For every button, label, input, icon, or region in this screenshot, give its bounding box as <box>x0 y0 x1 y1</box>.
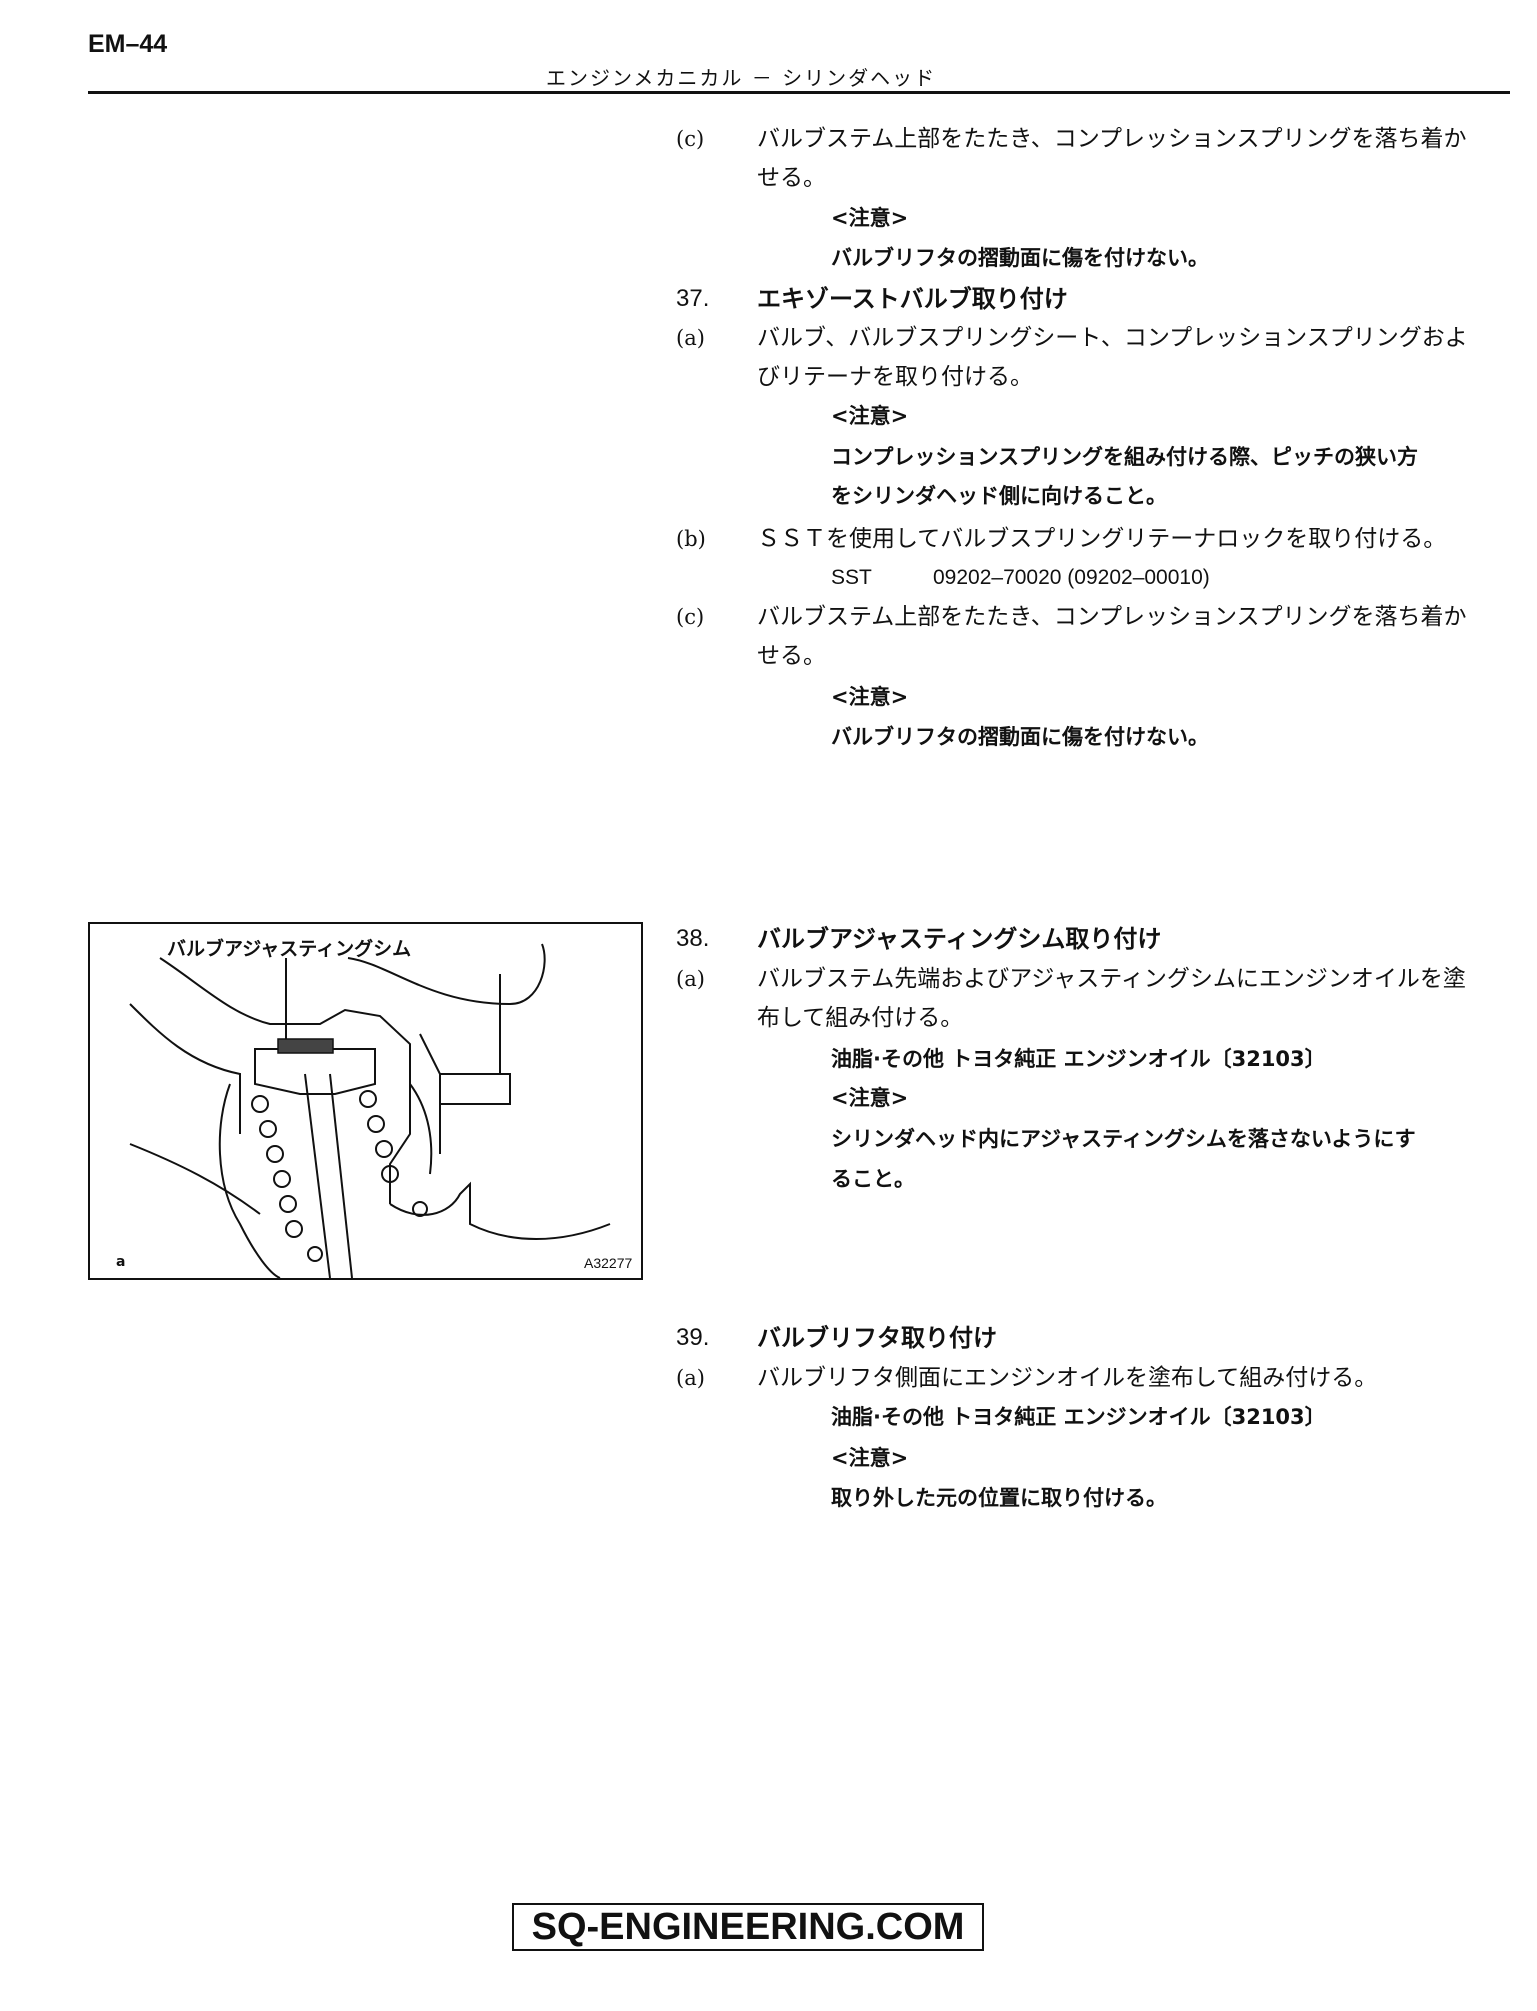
figure-mark: a <box>116 1254 126 1270</box>
sst-number: 09202–70020 (09202–00010) <box>933 566 1210 589</box>
body-text: 布して組み付ける。 <box>757 1005 964 1031</box>
caution-text: 取り外した元の位置に取り付ける。 <box>831 1486 1167 1510</box>
body-text: せる。 <box>757 643 826 669</box>
body-text: バルブ、バルブスプリングシート、コンプレッションスプリングおよ <box>757 325 1468 351</box>
page-code: EM–44 <box>88 30 168 58</box>
step-number: 37. <box>676 285 710 312</box>
caution-heading: <注意> <box>831 206 909 230</box>
body-text: びリテーナを取り付ける。 <box>757 364 1033 390</box>
site-watermark: SQ-ENGINEERING.COM <box>512 1903 984 1951</box>
caution-heading: <注意> <box>831 404 909 428</box>
caution-heading: <注意> <box>831 1446 909 1470</box>
valve-shim-figure <box>88 922 643 1280</box>
sst-label: SST <box>831 566 872 589</box>
caution-heading: <注意> <box>831 685 909 709</box>
step-title: バルブリフタ取り付け <box>757 1324 997 1352</box>
body-text: バルブリフタ側面にエンジンオイルを塗布して組み付ける。 <box>757 1365 1378 1391</box>
step-title: バルブアジャスティングシム取り付け <box>757 925 1162 953</box>
caution-text: シリンダヘッド内にアジャスティングシムを落さないようにす <box>831 1127 1416 1151</box>
step-number: 39. <box>676 1324 710 1351</box>
item-label: (c) <box>676 127 705 151</box>
caution-heading: <注意> <box>831 1086 909 1110</box>
figure-callout-label: バルブアジャスティングシム <box>167 938 412 960</box>
caution-text: バルブリフタの摺動面に傷を付けない。 <box>831 246 1209 270</box>
caution-text: ること。 <box>831 1167 915 1191</box>
grease-spec: 油脂·その他 トヨタ純正 エンジンオイル〔32103〕 <box>831 1047 1326 1071</box>
caution-text: バルブリフタの摺動面に傷を付けない。 <box>831 725 1209 749</box>
section-title: エンジンメカニカル － シリンダヘッド <box>546 66 937 90</box>
body-text: バルブステム先端およびアジャスティングシムにエンジンオイルを塗 <box>757 966 1466 992</box>
item-label: (c) <box>676 605 705 629</box>
item-label: (a) <box>676 326 705 350</box>
body-text: バルブステム上部をたたき、コンプレッションスプリングを落ち着か <box>757 126 1467 152</box>
body-text: ＳＳＴを使用してバルブスプリングリテーナロックを取り付ける。 <box>757 526 1447 552</box>
caution-text: をシリンダヘッド側に向けること。 <box>831 484 1167 508</box>
body-text: バルブステム上部をたたき、コンプレッションスプリングを落ち着か <box>757 604 1467 630</box>
figure-code: A32277 <box>584 1255 633 1271</box>
item-label: (a) <box>676 1366 705 1390</box>
item-label: (a) <box>676 967 705 991</box>
caution-text: コンプレッションスプリングを組み付ける際、ピッチの狭い方 <box>831 445 1418 469</box>
item-label: (b) <box>676 527 706 551</box>
valve-assembly-illustration <box>129 943 611 1279</box>
step-number: 38. <box>676 925 710 952</box>
step-title: エキゾーストバルブ取り付け <box>757 285 1068 313</box>
grease-spec: 油脂·その他 トヨタ純正 エンジンオイル〔32103〕 <box>831 1405 1326 1429</box>
header-divider <box>88 91 1510 94</box>
body-text: せる。 <box>757 165 826 191</box>
adjusting-shim <box>277 1038 334 1054</box>
